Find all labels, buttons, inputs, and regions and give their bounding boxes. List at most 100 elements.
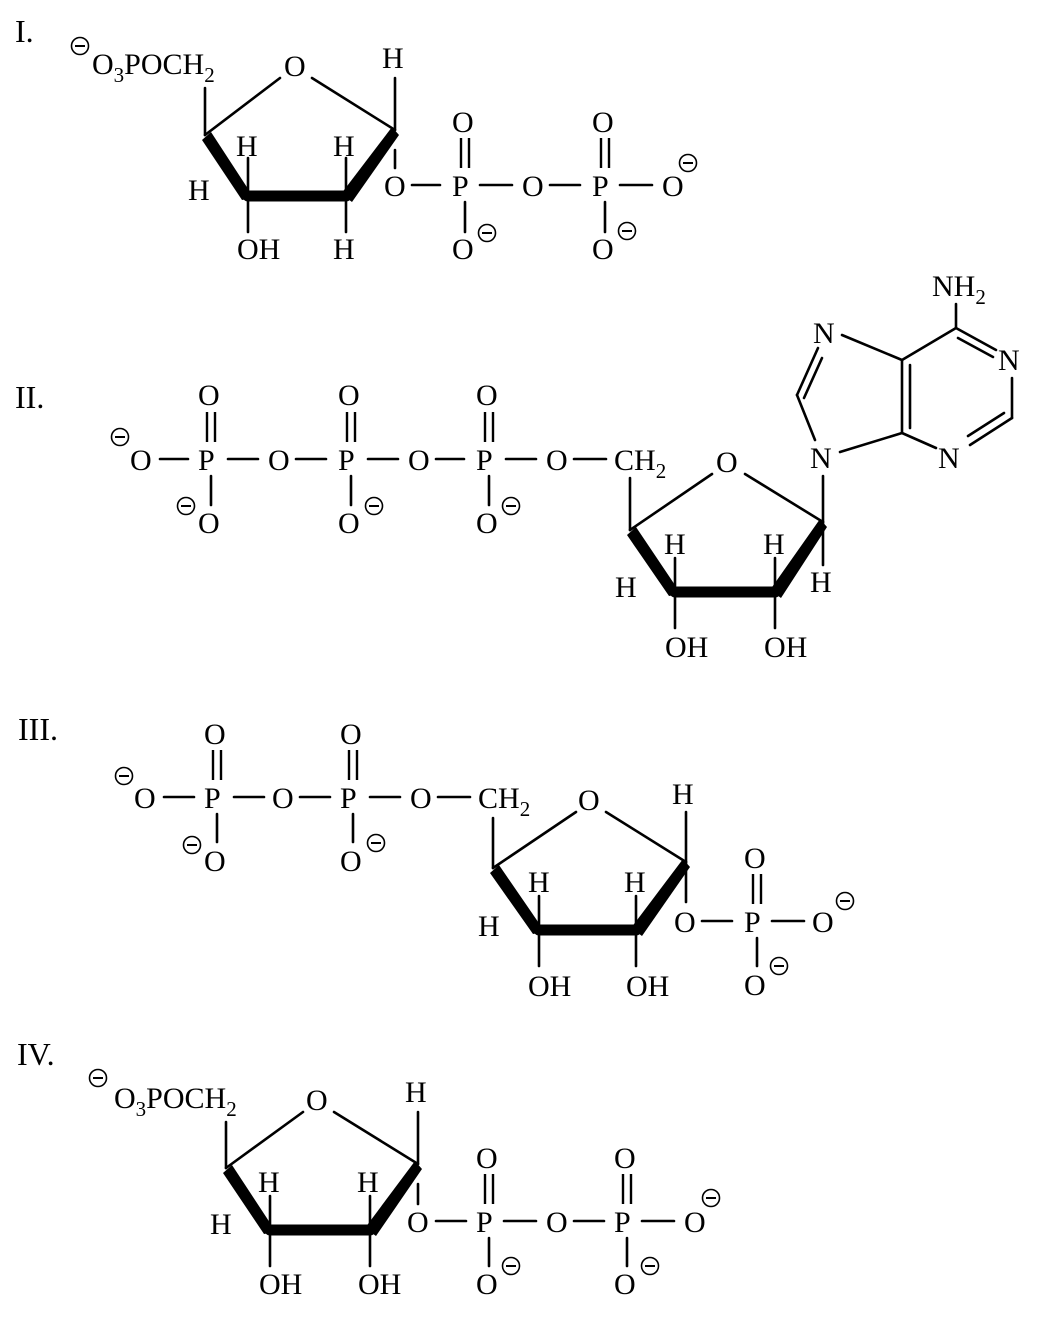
phosphate-group-label-1: O3POCH2 — [70, 36, 215, 87]
svg-text:O: O — [614, 1268, 636, 1301]
ring-oxygen: O — [578, 784, 600, 817]
c4-hydrogen: H — [478, 910, 500, 943]
c2-hydroxyl: OH — [358, 1268, 401, 1301]
c4-hydrogen: H — [188, 174, 210, 207]
triphosphate-chain-2: O P O O O P O O O P O — [110, 379, 608, 540]
svg-text:N: N — [813, 317, 835, 350]
ribose-ring-4 — [223, 1110, 422, 1268]
c2-hydroxyl: OH — [764, 631, 807, 664]
numeral-1: I. — [15, 13, 34, 49]
svg-text:O: O — [134, 782, 156, 815]
ribose-ring-3 — [490, 810, 690, 968]
monophosphate-3: O P O O O — [674, 842, 855, 1002]
svg-text:P: P — [744, 906, 761, 939]
c2-hydrogen-up: H — [357, 1166, 379, 1199]
structure-3: III. O P O O O P O O O CH2 — [18, 711, 855, 1003]
c2-hydrogen-down: H — [333, 233, 355, 266]
svg-text:O: O — [338, 507, 360, 540]
svg-text:N: N — [938, 442, 960, 475]
svg-text:O: O — [384, 170, 406, 203]
svg-text:N: N — [810, 442, 832, 475]
svg-text:O: O — [410, 782, 432, 815]
svg-text:O: O — [592, 233, 614, 266]
svg-text:O: O — [204, 718, 226, 751]
svg-text:O: O — [407, 1206, 429, 1239]
svg-text:P: P — [338, 444, 355, 477]
c3-hydrogen-up: H — [258, 1166, 280, 1199]
ch2-label-2: CH2 — [614, 444, 666, 483]
c1-hydrogen: H — [810, 566, 832, 599]
adenine-base: N N N N NH2 — [795, 270, 1020, 475]
structure-1: I. O3POCH2 O H H H H OH H — [15, 13, 698, 266]
svg-text:O3POCH2: O3POCH2 — [114, 1082, 237, 1121]
ring-oxygen: O — [284, 50, 306, 83]
svg-text:O: O — [338, 379, 360, 412]
ring-oxygen: O — [306, 1084, 328, 1117]
structure-4: IV. O3POCH2 O H H H H OH OH O — [17, 1036, 721, 1301]
c3-hydroxyl: OH — [528, 970, 571, 1003]
c3-hydroxyl: OH — [259, 1268, 302, 1301]
svg-text:O: O — [204, 845, 226, 878]
svg-text:NH2: NH2 — [932, 270, 986, 309]
svg-text:O: O — [546, 444, 568, 477]
svg-text:P: P — [204, 782, 221, 815]
svg-text:O3POCH2: O3POCH2 — [92, 48, 215, 87]
svg-text:O: O — [452, 106, 474, 139]
c1-hydrogen: H — [382, 42, 404, 75]
svg-text:O: O — [340, 845, 362, 878]
svg-text:P: P — [476, 1206, 493, 1239]
c1-hydrogen: H — [405, 1076, 427, 1109]
svg-text:O: O — [198, 507, 220, 540]
c3-hydroxyl: OH — [237, 233, 280, 266]
diphosphate-chain-4: O P O O O P O O O — [407, 1142, 721, 1301]
svg-text:O: O — [674, 906, 696, 939]
svg-text:P: P — [614, 1206, 631, 1239]
c4-hydrogen: H — [210, 1208, 232, 1241]
c2-hydroxyl: OH — [626, 970, 669, 1003]
c3-hydrogen-up: H — [236, 130, 258, 163]
svg-text:P: P — [452, 170, 469, 203]
svg-text:O: O — [408, 444, 430, 477]
ch2-label-3: CH2 — [478, 782, 530, 821]
phosphate-group-label-4: O3POCH2 — [88, 1068, 237, 1121]
ring-oxygen: O — [716, 446, 738, 479]
svg-text:O: O — [476, 507, 498, 540]
svg-text:O: O — [614, 1142, 636, 1175]
svg-text:P: P — [592, 170, 609, 203]
svg-text:O: O — [340, 718, 362, 751]
numeral-3: III. — [18, 711, 58, 747]
svg-text:O: O — [662, 170, 684, 203]
svg-text:O: O — [476, 1268, 498, 1301]
structure-2: II. O P O O O P O O O P O — [15, 270, 1020, 664]
svg-text:O: O — [452, 233, 474, 266]
svg-text:N: N — [998, 344, 1020, 377]
c3-hydroxyl: OH — [665, 631, 708, 664]
svg-text:P: P — [476, 444, 493, 477]
svg-text:O: O — [546, 1206, 568, 1239]
svg-text:O: O — [130, 444, 152, 477]
svg-text:O: O — [268, 444, 290, 477]
diphosphate-chain-3: O P O O O P O O O — [114, 718, 472, 878]
svg-text:O: O — [592, 106, 614, 139]
negative-charge-icon — [88, 1068, 108, 1088]
c1-hydrogen: H — [672, 778, 694, 811]
negative-charge-icon — [70, 36, 90, 56]
c2-hydrogen-up: H — [763, 528, 785, 561]
svg-text:O: O — [684, 1206, 706, 1239]
svg-text:O: O — [476, 1142, 498, 1175]
svg-text:O: O — [522, 170, 544, 203]
diphosphate-chain-1: O P O O O P O O O — [384, 106, 698, 266]
svg-text:O: O — [812, 906, 834, 939]
c3-hydrogen-up: H — [528, 866, 550, 899]
c2-hydrogen-up: H — [624, 866, 646, 899]
svg-text:P: P — [340, 782, 357, 815]
svg-text:O: O — [476, 379, 498, 412]
numeral-4: IV. — [17, 1036, 55, 1072]
svg-text:O: O — [272, 782, 294, 815]
svg-text:O: O — [744, 969, 766, 1002]
svg-text:P: P — [198, 444, 215, 477]
ribose-ring-2 — [627, 472, 827, 630]
svg-text:O: O — [744, 842, 766, 875]
numeral-2: II. — [15, 379, 44, 415]
